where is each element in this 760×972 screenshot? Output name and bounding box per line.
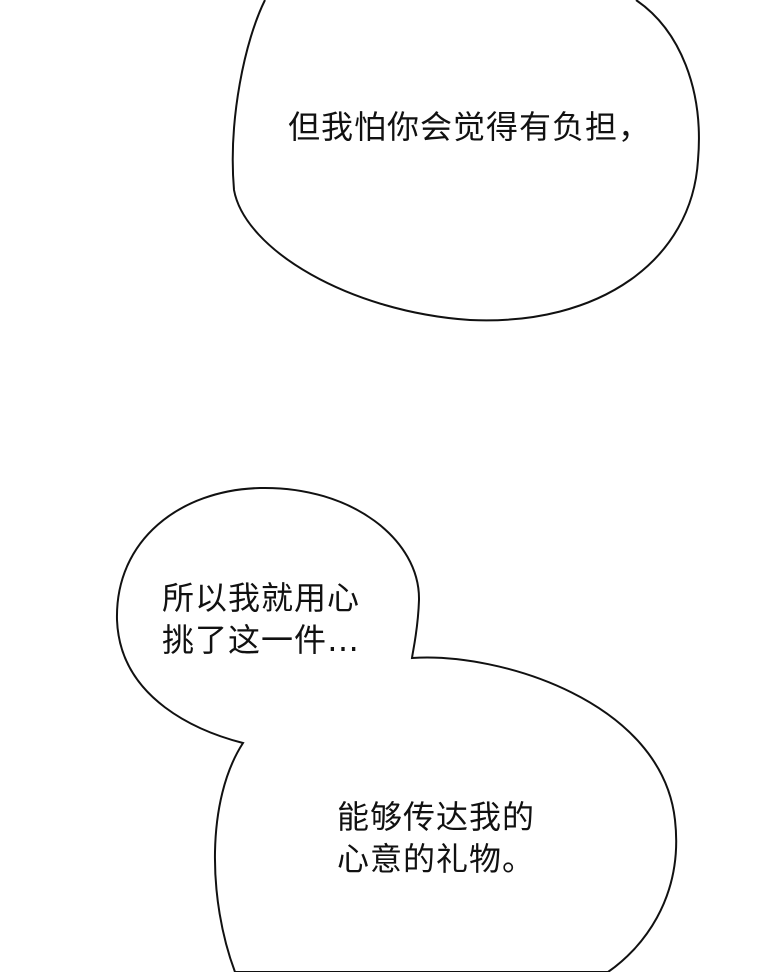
text-line: 挑了这一件… bbox=[162, 621, 361, 659]
speech-bubble-1 bbox=[231, 0, 700, 322]
text-line: 能够传达我的 bbox=[337, 798, 536, 836]
text-line: 所以我就用心 bbox=[162, 579, 361, 617]
bubble-1-text: 但我怕你会觉得有负担， bbox=[288, 106, 651, 148]
text-line: 心意的礼物。 bbox=[337, 840, 536, 878]
text-line: 但我怕你会觉得有负担， bbox=[288, 108, 652, 146]
bubble-2-text: 所以我就用心 挑了这一件… bbox=[162, 577, 360, 661]
speech-bubble-2 bbox=[115, 486, 678, 972]
bubble-3-text: 能够传达我的 心意的礼物。 bbox=[337, 796, 535, 880]
